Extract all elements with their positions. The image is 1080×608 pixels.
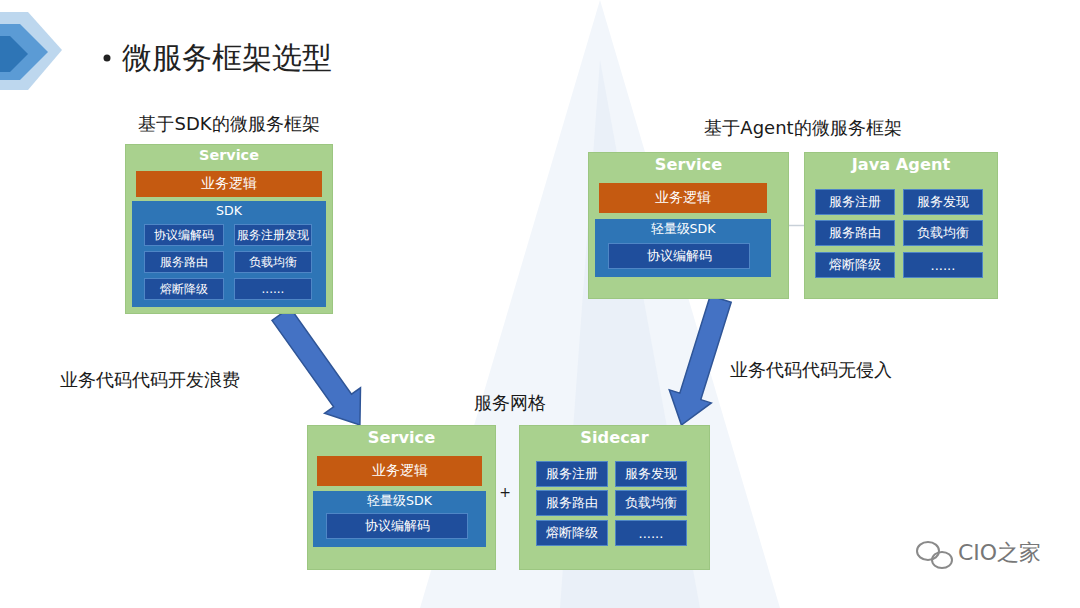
heading-label: 服务网格 [440,391,580,415]
box-text: 协议编解码 [154,227,214,244]
feature-box: 服务注册 [536,461,608,487]
service-panel: Java Agent 服务注册 服务发现服务路由 负载均衡熔断降级...... [804,152,998,299]
block-arrow [669,296,731,425]
sdk-panel: SDK 协议编解码 服务注册发现服务路由 负载均衡熔断降级...... [132,201,326,307]
service-panel: Service 业务逻辑轻量级SDK 协议编解码 [307,425,496,570]
feature-box: 熔断降级 [536,520,608,546]
feature-box: 负载均衡 [903,220,983,246]
box-text: 服务注册 [829,193,881,211]
logic-bar: 业务逻辑 [136,171,322,197]
box-text: 负载均衡 [625,494,677,512]
box-text: 业务逻辑 [655,189,711,207]
box-text: 业务逻辑 [201,175,257,193]
panel-heading: Service [308,426,495,447]
feature-box: 服务注册 [815,189,895,215]
sdk-panel: 轻量级SDK 协议编解码 [313,491,486,547]
feature-box: 服务发现 [615,461,687,487]
corner-chevron [0,24,48,80]
panel-heading: SDK [132,201,326,218]
panel-heading: 轻量级SDK [595,219,771,236]
box-text: ...... [931,258,956,273]
feature-box: ...... [903,252,983,278]
feature-box: ...... [234,278,312,300]
block-arrow [272,308,361,425]
feature-box: 协议编解码 [608,243,750,269]
wechat-icon [917,542,952,568]
title-bullet [104,55,111,62]
box-text: 熔断降级 [160,281,208,298]
feature-box: 服务注册发现 [234,224,312,246]
feature-box: 负载均衡 [234,251,312,273]
box-text: 熔断降级 [546,524,598,542]
box-text: 服务发现 [917,193,969,211]
plus-sign: + [497,484,513,500]
heading-label: 基于SDK的微服务框架 [128,112,330,136]
edge-label: 业务代码代码开发浪费 [60,368,240,392]
box-text: 负载均衡 [249,254,297,271]
watermark: CIO之家 [958,538,1058,568]
feature-box: 熔断降级 [815,252,895,278]
box-text: 协议编解码 [365,517,430,535]
service-panel: Sidecar 服务注册 服务发现服务路由 负载均衡熔断降级...... [519,425,710,570]
feature-box: 服务路由 [144,251,224,273]
panel-heading: Service [589,153,788,174]
panel-heading: Service [126,145,332,164]
box-text: 负载均衡 [917,224,969,242]
feature-box: ...... [615,520,687,546]
panel-heading: Sidecar [520,426,709,447]
feature-box: 服务发现 [903,189,983,215]
panel-heading: 轻量级SDK [313,491,486,508]
box-text: 服务路由 [546,494,598,512]
service-panel: Service 业务逻辑轻量级SDK 协议编解码 [588,152,789,299]
feature-box: 熔断降级 [144,278,224,300]
box-text: 服务路由 [160,254,208,271]
box-text: 服务路由 [829,224,881,242]
heading-label: 基于Agent的微服务框架 [650,116,956,140]
link-line [789,225,804,227]
box-text: 熔断降级 [829,256,881,274]
service-panel: Service 业务逻辑 SDK 协议编解码 服务注册发现服务路由 负载均衡熔断降级...… [125,144,333,314]
feature-box: 负载均衡 [615,490,687,516]
box-text: 协议编解码 [647,247,712,265]
feature-box: 协议编解码 [326,513,468,539]
box-text: 业务逻辑 [372,462,428,480]
logic-bar: 业务逻辑 [599,183,767,213]
box-text: 服务注册 [546,465,598,483]
edge-label: 业务代码代码无侵入 [730,358,892,382]
feature-box: 服务路由 [536,490,608,516]
box-text: 服务注册发现 [237,227,309,244]
box-text: ...... [639,526,664,541]
logic-bar: 业务逻辑 [317,456,482,486]
feature-box: 服务路由 [815,220,895,246]
corner-chevron [0,36,28,72]
feature-box: 协议编解码 [144,224,224,246]
sdk-panel: 轻量级SDK 协议编解码 [595,219,771,277]
box-text: 服务发现 [625,465,677,483]
corner-chevron [0,12,62,90]
panel-heading: Java Agent [805,153,997,174]
slide-title: 微服务框架选型 [122,38,332,79]
box-text: ...... [262,282,285,296]
